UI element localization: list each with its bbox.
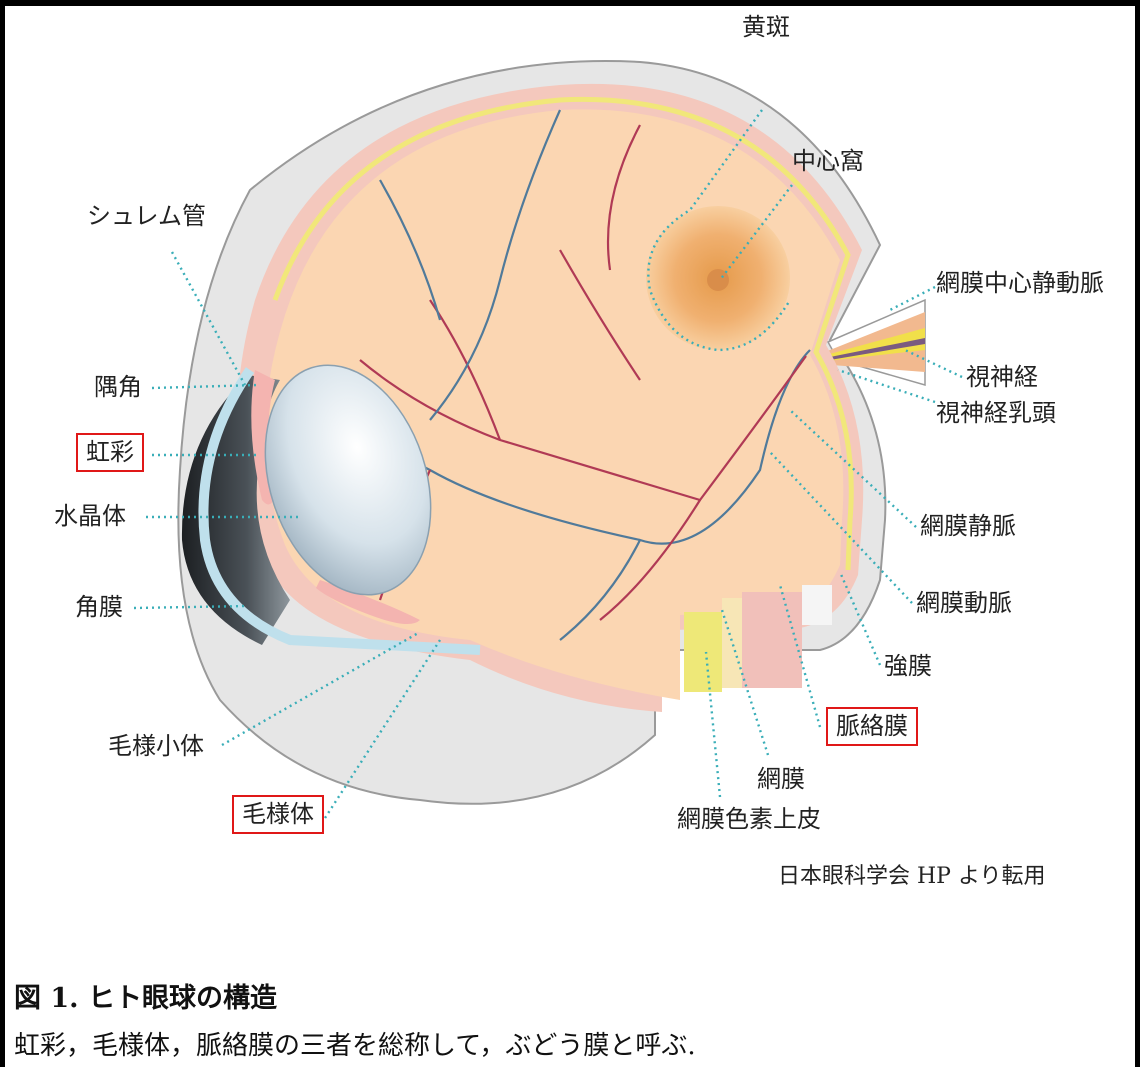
label-rpe: 網膜色素上皮 [677,808,821,832]
label-choroid: 脈絡膜 [826,707,918,746]
label-sclera: 強膜 [884,655,932,679]
label-angle: 隅角 [94,376,142,400]
image-credit: 日本眼科学会 HP より転用 [778,858,1046,890]
label-retinal-artery: 網膜動脈 [916,592,1012,616]
label-retinal-vein: 網膜静脈 [920,515,1016,539]
label-zonule: 毛様小体 [108,735,204,759]
label-macula: 黄斑 [742,16,790,40]
label-cornea: 角膜 [75,596,123,620]
retina-section [684,612,722,692]
label-schlemm-canal: シュレム管 [87,205,206,229]
label-retina: 網膜 [757,768,805,792]
label-optic-nerve: 視神経 [966,366,1038,390]
sclera-section [802,585,832,625]
figure-caption-text: 虹彩，毛様体，脈絡膜の三者を総称して，ぶどう膜と呼ぶ. [14,1025,696,1062]
label-optic-disc: 視神経乳頭 [936,402,1056,426]
label-central-retinal-vessels: 網膜中心静動脈 [936,272,1104,296]
label-fovea: 中心窩 [792,150,864,174]
label-ciliary-body: 毛様体 [232,795,324,834]
choroid-section [742,592,802,688]
figure-caption-title: 図 1. ヒト眼球の構造 [14,976,277,1015]
label-iris: 虹彩 [76,433,144,472]
label-lens: 水晶体 [54,505,126,529]
